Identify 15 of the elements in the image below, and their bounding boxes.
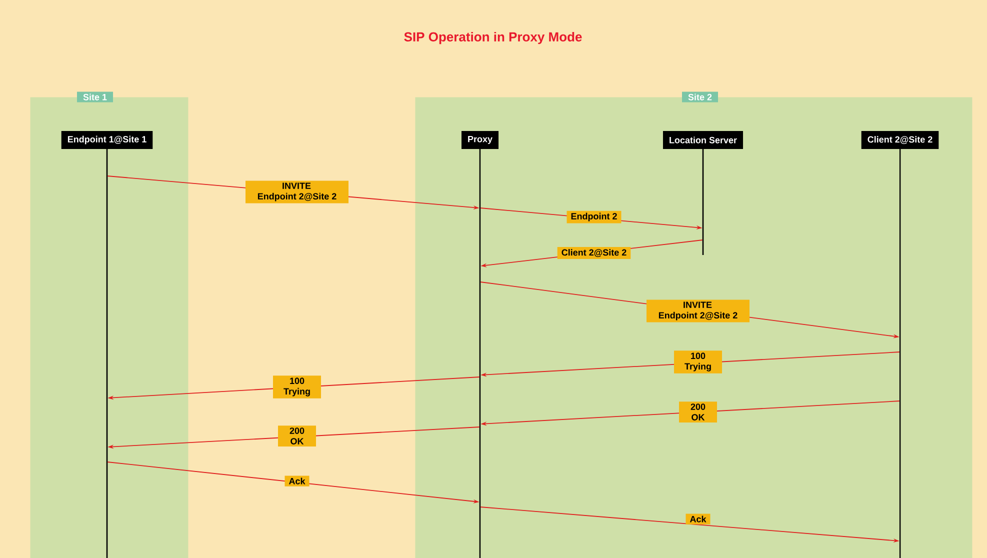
participant-lifeline: Location Server bbox=[663, 131, 744, 255]
participant-lifeline: Endpoint 1@Site 1 bbox=[61, 131, 153, 558]
participant-lifeline: Proxy bbox=[462, 131, 499, 558]
edge-label: 200 OK bbox=[278, 426, 316, 446]
edge-label: 100 Trying bbox=[273, 376, 321, 398]
edge-label: INVITE Endpoint 2@Site 2 bbox=[246, 180, 348, 204]
edge-label: Ack bbox=[284, 476, 310, 486]
title: SIP Operation in Proxy Mode bbox=[404, 32, 582, 44]
participant-lifeline: Client 2@Site 2 bbox=[861, 131, 939, 558]
edge-label: 100 Trying bbox=[674, 350, 722, 374]
edge-label: Client 2@Site 2 bbox=[557, 247, 631, 259]
edge-label: Ack bbox=[686, 514, 710, 524]
edge-label: 200 OK bbox=[679, 402, 717, 422]
edge-label: INVITE Endpoint 2@Site 2 bbox=[646, 300, 750, 322]
edge-label: Endpoint 2 bbox=[566, 210, 622, 224]
